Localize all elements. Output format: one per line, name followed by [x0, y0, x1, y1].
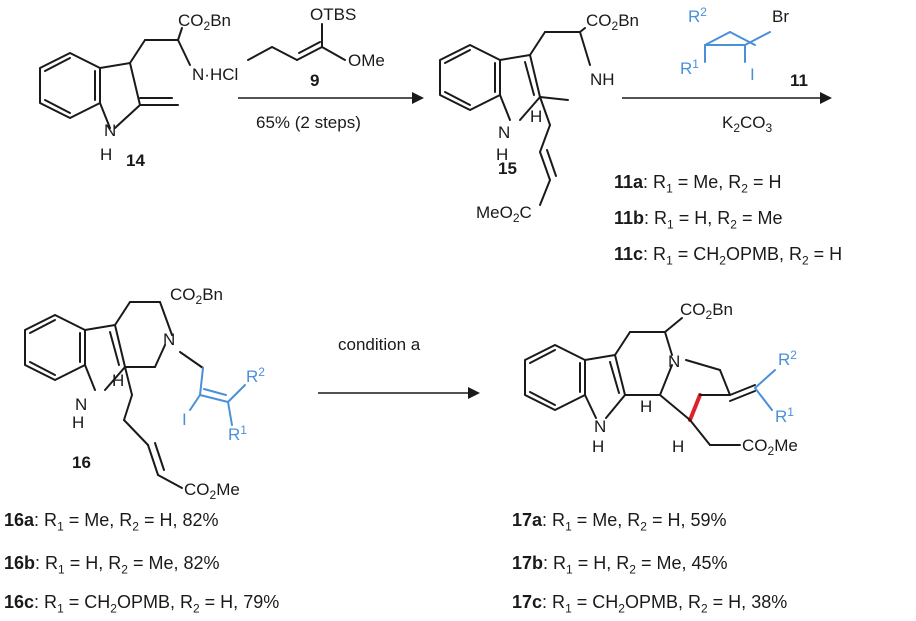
svg-text:Br: Br [772, 7, 789, 26]
svg-text:N: N [163, 330, 175, 349]
svg-text:N: N [75, 395, 87, 414]
compound-15-label: 15 [498, 159, 517, 178]
svg-text:N: N [498, 123, 510, 142]
compound-16-label: 16 [72, 453, 91, 472]
variant-16c: 16c: R1 = CH2OPMB, R2 = H, 79% [4, 592, 280, 616]
variant-17b: 17b: R1 = H, R2 = Me, 45% [512, 553, 728, 577]
svg-text:R2: R2 [778, 348, 797, 369]
svg-text:K2CO3: K2CO3 [722, 113, 773, 135]
svg-text:CO2Me: CO2Me [184, 480, 240, 502]
svg-text:N: N [594, 417, 606, 436]
variant-16b: 16b: R1 = H, R2 = Me, 82% [4, 553, 220, 577]
compound-17-structure: N CO2Bn CO2Me H H N H R2 R1 [524, 300, 798, 458]
svg-text:H: H [672, 437, 684, 456]
svg-text:N: N [668, 352, 680, 371]
svg-text:R2: R2 [688, 5, 707, 26]
compound-14-label: 14 [126, 151, 145, 170]
compound-16-structure: N CO2Bn N H H I R2 R1 CO2Me 16 [24, 285, 265, 502]
svg-text:CO2Bn: CO2Bn [178, 11, 231, 33]
svg-text:CO2Bn: CO2Bn [680, 300, 733, 322]
svg-text:R1: R1 [775, 405, 794, 426]
reaction-arrow-1: 65% (2 steps) [238, 92, 424, 132]
svg-text:H: H [530, 107, 542, 126]
variant-17c: 17c: R1 = CH2OPMB, R2 = H, 38% [512, 592, 788, 616]
svg-text:OMe: OMe [348, 51, 385, 70]
svg-text:N·HCl: N·HCl [192, 65, 238, 84]
variant-11c: 11c: R1 = CH2OPMB, R2 = H [614, 244, 843, 268]
variant-17a: 17a: R1 = Me, R2 = H, 59% [512, 510, 727, 534]
reaction-arrow-3: condition a [318, 335, 480, 399]
svg-text:R2: R2 [246, 365, 265, 386]
variant-11b: 11b: R1 = H, R2 = Me [614, 208, 783, 232]
reagent-9-structure: OTBS OMe 9 [247, 5, 385, 90]
svg-text:I: I [750, 65, 755, 84]
svg-text:CO2Bn: CO2Bn [170, 285, 223, 307]
compound-15-structure: NH N H H CO2Bn MeO2C 15 [439, 11, 639, 225]
svg-text:CO2Me: CO2Me [742, 436, 798, 458]
svg-text:CO2Bn: CO2Bn [586, 11, 639, 33]
step3-condition: condition a [338, 335, 421, 354]
compound-14-structure: N H N·HCl CO2Bn 14 [39, 11, 238, 170]
svg-text:N: N [104, 121, 116, 140]
reagent-11-structure: R2 R1 I Br 11 [680, 5, 808, 90]
svg-text:H: H [592, 437, 604, 456]
svg-text:I: I [182, 410, 187, 429]
svg-text:H: H [100, 145, 112, 164]
svg-text:H: H [640, 397, 652, 416]
variant-11a: 11a: R1 = Me, R2 = H [614, 172, 782, 196]
svg-text:OTBS: OTBS [310, 5, 356, 24]
svg-text:H: H [72, 413, 84, 432]
svg-text:NH: NH [590, 70, 615, 89]
reaction-arrow-2: K2CO3 [622, 92, 832, 135]
step1-yield: 65% (2 steps) [256, 113, 361, 132]
reagent-11-label: 11 [790, 71, 808, 90]
svg-text:MeO2C: MeO2C [476, 203, 532, 225]
svg-text:R1: R1 [228, 423, 247, 444]
reagent-9-label: 9 [310, 71, 319, 90]
svg-text:H: H [112, 371, 124, 390]
svg-text:R1: R1 [680, 57, 699, 78]
variant-16a: 16a: R1 = Me, R2 = H, 82% [4, 510, 219, 534]
svg-text:H: H [496, 145, 508, 164]
